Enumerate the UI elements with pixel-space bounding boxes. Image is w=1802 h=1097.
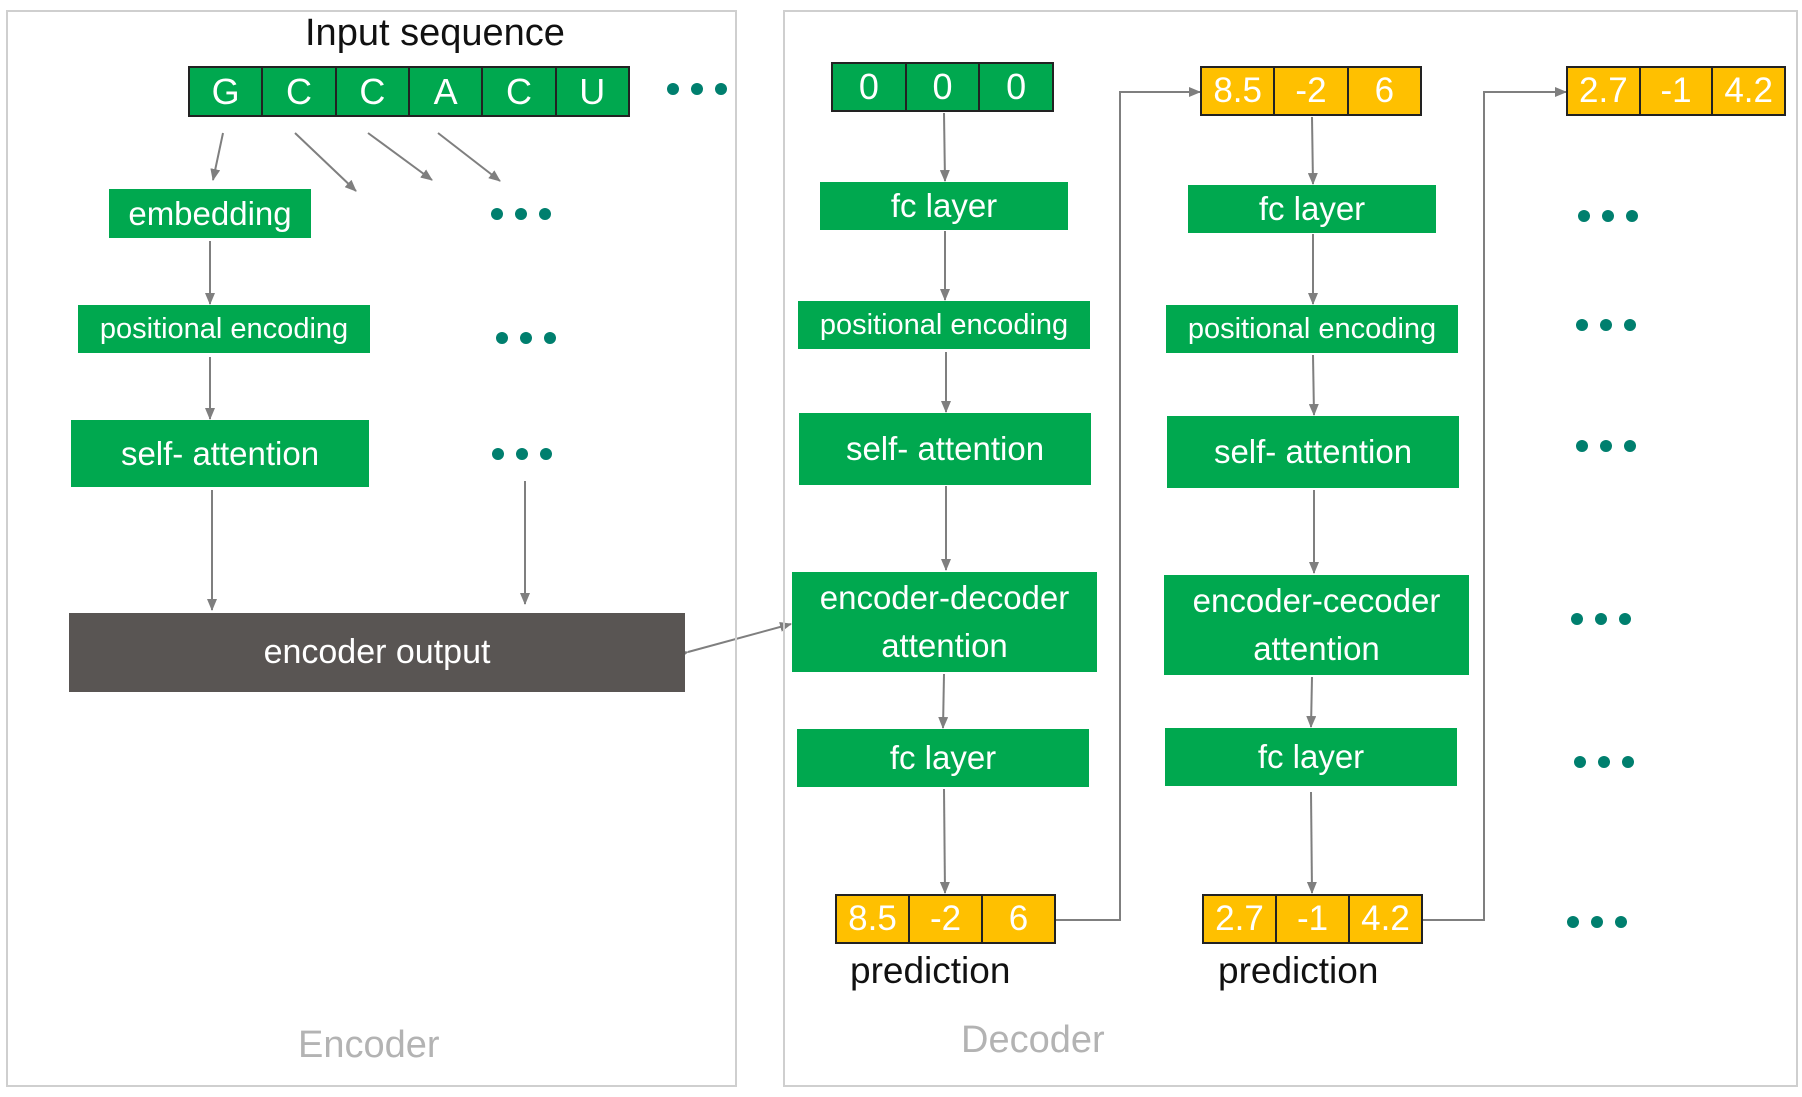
prediction-label: prediction: [1218, 950, 1379, 991]
self-attention-block: self- attention: [71, 420, 369, 487]
embedding-block: embedding: [109, 189, 311, 238]
encoder-panel: [6, 10, 737, 1087]
input-value: 0: [907, 64, 981, 110]
sequence-token: C: [483, 68, 557, 115]
encoder-decoder-attention-block: encoder-decoder attention: [792, 572, 1097, 672]
cross-attention-line2: attention: [881, 627, 1008, 664]
ellipsis-dots: [491, 208, 551, 220]
input-value: 0: [833, 64, 907, 110]
arrow-a-to-dots: [437, 132, 501, 182]
sequence-token: C: [263, 68, 337, 115]
input-sequence-title: Input sequence: [305, 12, 565, 54]
arrow-d1-input-to-fc: [939, 112, 950, 182]
ellipsis-dots: [1571, 613, 1631, 625]
positional-encoding-block: positional encoding: [1166, 305, 1458, 353]
input-value: -2: [1275, 68, 1349, 114]
ellipsis-dots: [1578, 210, 1638, 222]
arrow-d2-pe-to-self: [1308, 354, 1319, 416]
arrow-d1-fc-to-pred: [939, 788, 950, 894]
input-sequence: G C C A C U: [188, 66, 630, 117]
arrow-d1-cross-to-fc: [938, 673, 949, 729]
arrow-pred1-to-next: [1056, 87, 1201, 921]
arrow-g-to-embedding: [210, 132, 224, 181]
ellipsis-dots: [1576, 440, 1636, 452]
decoder-label: Decoder: [961, 1019, 1105, 1061]
positional-encoding-block: positional encoding: [798, 301, 1090, 349]
input-value: 0: [1006, 66, 1027, 107]
input-value: -1: [1641, 68, 1714, 114]
cross-attention-line1: encoder-cecoder: [1192, 582, 1441, 620]
sequence-token: A: [410, 68, 484, 115]
ellipsis-dots: [667, 83, 727, 95]
ellipsis-dots: [1576, 319, 1636, 331]
prediction-value: -2: [910, 896, 983, 942]
arrow-output-to-cross: [676, 622, 792, 660]
arrow-c2-to-dots: [367, 132, 433, 181]
prediction-value: 4.2: [1361, 899, 1410, 938]
fc-layer-block: fc layer: [1165, 728, 1457, 786]
input-value: 6: [1374, 71, 1395, 110]
encoder-output-block: encoder output: [69, 613, 685, 692]
cross-attention-line2: attention: [1253, 630, 1380, 667]
ellipsis-dots: [1574, 756, 1634, 768]
prediction-value: -1: [1277, 896, 1350, 942]
arrow-d2-cross-to-fc: [1306, 676, 1317, 728]
self-attention-block: self- attention: [1167, 416, 1459, 488]
arrow-d2-input-to-fc: [1307, 116, 1318, 185]
input-value: 2.7: [1568, 68, 1641, 114]
prediction-values: 8.5 -2 6: [835, 894, 1056, 944]
decoder-step2-input: 8.5 -2 6: [1200, 66, 1422, 116]
positional-encoding-block: positional encoding: [78, 305, 370, 353]
sequence-token: C: [337, 68, 410, 115]
self-attention-block: self- attention: [799, 413, 1091, 485]
sequence-token: G: [190, 68, 264, 115]
fc-layer-block: fc layer: [820, 182, 1068, 230]
arrow-c-to-dots: [294, 132, 357, 192]
encoder-label: Encoder: [298, 1024, 440, 1066]
input-value: 4.2: [1724, 71, 1773, 110]
encoder-decoder-attention-block: encoder-cecoder attention: [1164, 575, 1469, 675]
prediction-value: 8.5: [837, 896, 910, 942]
arrow-d2-fc-to-pred: [1306, 791, 1317, 894]
ellipsis-dots: [496, 332, 556, 344]
ellipsis-dots: [492, 448, 552, 460]
prediction-label: prediction: [850, 950, 1011, 991]
prediction-values: 2.7 -1 4.2: [1202, 894, 1423, 944]
fc-layer-block: fc layer: [1188, 185, 1436, 233]
prediction-value: 2.7: [1204, 896, 1277, 942]
decoder-step3-input: 2.7 -1 4.2: [1566, 66, 1786, 116]
ellipsis-dots: [1567, 916, 1627, 928]
arrow-pred2-to-next: [1423, 87, 1567, 921]
prediction-value: 6: [1008, 899, 1029, 938]
decoder-initial-input: 0 0 0: [831, 62, 1054, 112]
sequence-token: U: [579, 70, 606, 112]
fc-layer-block: fc layer: [797, 729, 1089, 787]
cross-attention-line1: encoder-decoder: [819, 579, 1070, 617]
decoder-panel: [783, 10, 1798, 1087]
input-value: 8.5: [1202, 68, 1276, 114]
